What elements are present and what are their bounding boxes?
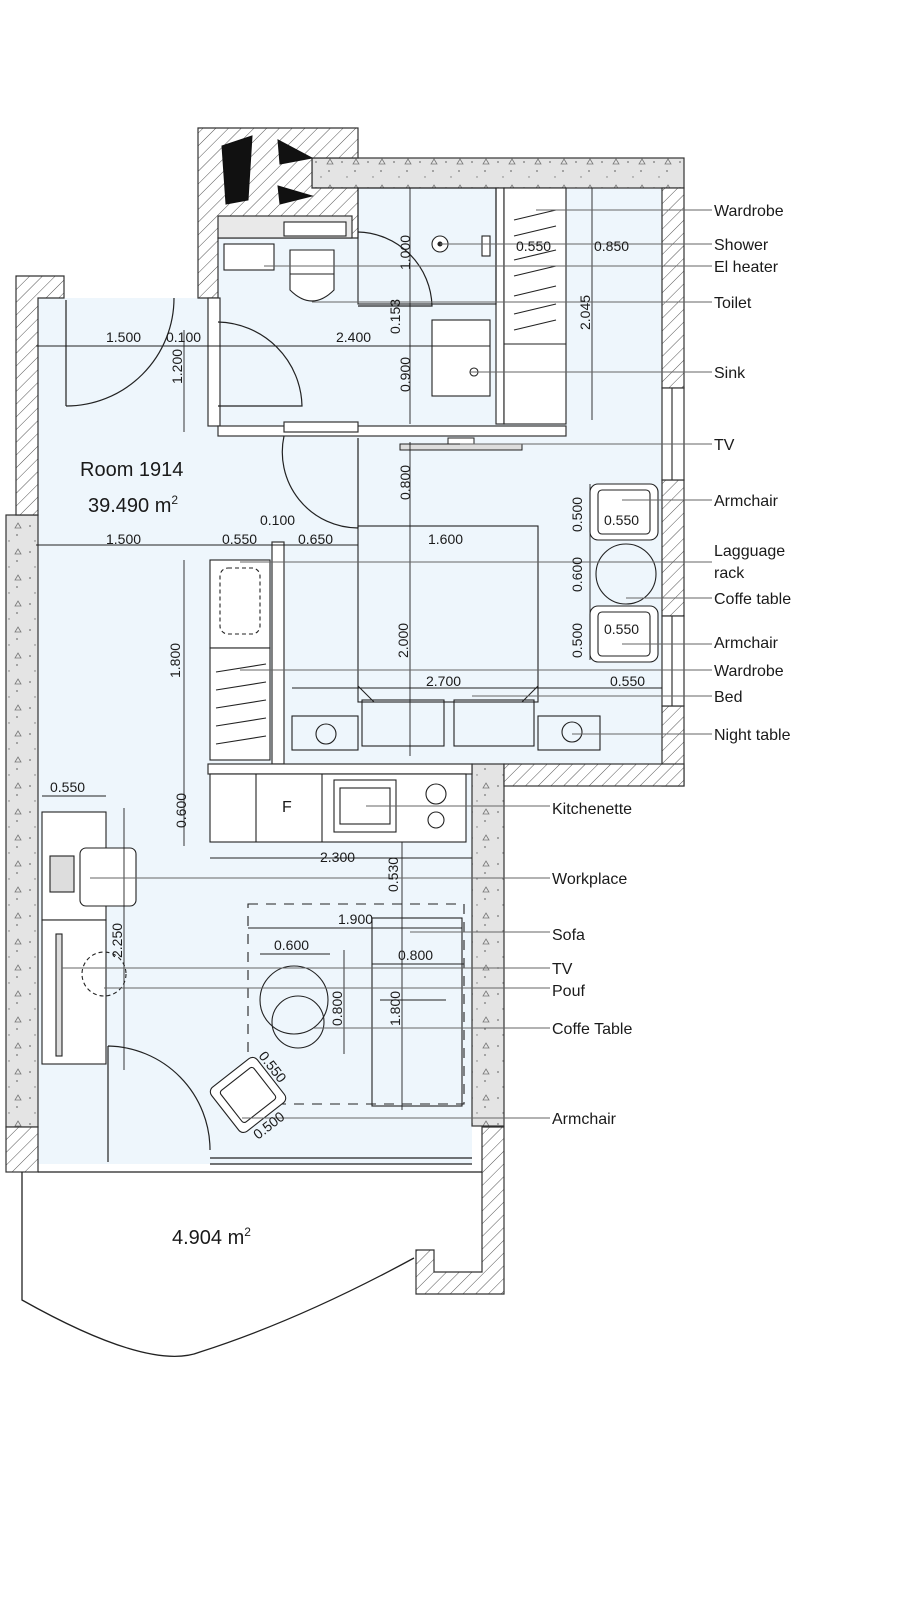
dim-label: 1.000 bbox=[397, 235, 413, 270]
label-armchair-bottom: Armchair bbox=[552, 1111, 617, 1128]
dim-label: 0.500 bbox=[569, 623, 585, 658]
dim-label: 0.600 bbox=[173, 793, 189, 828]
label-luggage: Lagguage bbox=[714, 543, 785, 560]
dim-label: 2.045 bbox=[577, 295, 593, 330]
dimension-lines bbox=[36, 188, 662, 1110]
label-sofa: Sofa bbox=[552, 927, 585, 944]
dim-label: 1.900 bbox=[338, 911, 373, 927]
dim-label: 1.500 bbox=[106, 531, 141, 547]
dim-label: 0.650 bbox=[298, 531, 333, 547]
label-coffee-table-bottom: Coffe Table bbox=[552, 1021, 632, 1038]
label-shower: Shower bbox=[714, 237, 769, 254]
dim-label: 0.800 bbox=[329, 991, 345, 1026]
dim-label: 2.700 bbox=[426, 673, 461, 689]
dim-label: 0.850 bbox=[594, 238, 629, 254]
windows bbox=[661, 387, 685, 707]
dim-label: 1.800 bbox=[167, 643, 183, 678]
label-armchair-top: Armchair bbox=[714, 493, 779, 510]
label-toilet: Toilet bbox=[714, 295, 752, 312]
dim-label: 2.300 bbox=[320, 849, 355, 865]
dim-label: 0.500 bbox=[569, 497, 585, 532]
wardrobe-left bbox=[209, 559, 271, 761]
label-wardrobe-top: Wardrobe bbox=[714, 203, 784, 220]
dim-label: 0.153 bbox=[387, 299, 403, 334]
label-bed: Bed bbox=[714, 689, 742, 706]
label-el-heater: El heater bbox=[714, 259, 779, 276]
label-luggage-rack: rack bbox=[714, 565, 745, 582]
dim-label: 0.600 bbox=[274, 937, 309, 953]
dim-label: 2.250 bbox=[109, 923, 125, 958]
doors bbox=[65, 231, 433, 1162]
sofa-zone bbox=[209, 903, 465, 1134]
concrete-walls bbox=[5, 157, 685, 1128]
dim-label: 0.100 bbox=[260, 512, 295, 528]
dim-label: 0.550 bbox=[516, 238, 551, 254]
workplace bbox=[41, 811, 137, 1065]
callout-labels: Wardrobe Shower El heater Toilet Sink TV… bbox=[552, 203, 791, 1128]
dim-label: 1.600 bbox=[428, 531, 463, 547]
dim-label: 0.550 bbox=[604, 621, 639, 637]
label-tv-top: TV bbox=[714, 437, 735, 454]
label-night-table: Night table bbox=[714, 727, 791, 744]
dim-label: 1.800 bbox=[387, 991, 403, 1026]
balcony bbox=[21, 1157, 482, 1357]
hatched-walls bbox=[5, 127, 685, 1295]
label-wardrobe-mid: Wardrobe bbox=[714, 663, 784, 680]
dim-label: 1.500 bbox=[106, 329, 141, 345]
label-sink: Sink bbox=[714, 365, 746, 382]
bathroom-fixtures bbox=[223, 187, 497, 397]
dim-label: 0.800 bbox=[398, 947, 433, 963]
dim-label: 0.550 bbox=[222, 531, 257, 547]
dim-label: 0.100 bbox=[166, 329, 201, 345]
room-name: Room 1914 bbox=[80, 459, 183, 481]
wardrobe-top-right bbox=[503, 187, 567, 425]
label-coffee-table-top: Coffe table bbox=[714, 591, 791, 608]
room-area: 39.490 m2 bbox=[88, 493, 178, 517]
vent-shafts bbox=[221, 135, 314, 205]
dim-label: 1.200 bbox=[169, 349, 185, 384]
bed bbox=[291, 525, 601, 751]
dim-label: 0.550 bbox=[610, 673, 645, 689]
dim-label: 2.000 bbox=[395, 623, 411, 658]
dim-label: 0.900 bbox=[397, 357, 413, 392]
dim-label: 0.530 bbox=[385, 857, 401, 892]
leader-lines bbox=[62, 209, 712, 1119]
dim-label: 2.400 bbox=[336, 329, 371, 345]
armchairs-right bbox=[589, 483, 659, 663]
dim-label: 0.550 bbox=[50, 779, 85, 795]
label-armchair-mid: Armchair bbox=[714, 635, 779, 652]
label-tv-bottom: TV bbox=[552, 961, 573, 978]
kitchenette bbox=[209, 773, 467, 843]
fridge-mark: F bbox=[282, 799, 292, 816]
label-workplace: Workplace bbox=[552, 871, 627, 888]
label-pouf: Pouf bbox=[552, 983, 585, 1000]
dim-label: 0.550 bbox=[604, 512, 639, 528]
room-info: Room 1914 39.490 m2 4.904 m2 F bbox=[80, 459, 292, 1249]
dim-label: 0.600 bbox=[569, 557, 585, 592]
dim-label: 0.800 bbox=[397, 465, 413, 500]
label-kitchenette: Kitchenette bbox=[552, 801, 632, 818]
balcony-area: 4.904 m2 bbox=[172, 1225, 251, 1249]
